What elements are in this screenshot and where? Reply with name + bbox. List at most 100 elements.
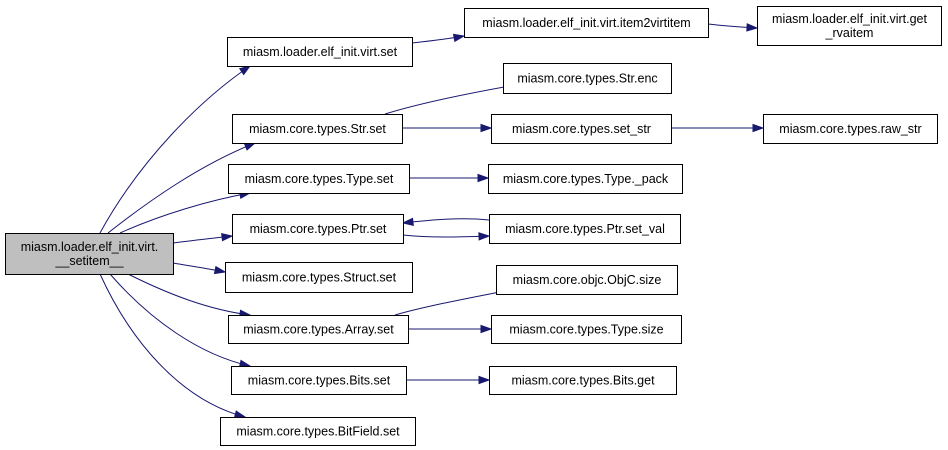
arrow-head bbox=[478, 375, 491, 385]
arrow-head bbox=[480, 324, 493, 334]
arrow-head bbox=[238, 65, 252, 76]
node-box bbox=[489, 214, 681, 244]
edge-line bbox=[402, 218, 490, 224]
node-label: miasm.core.types.Type._pack bbox=[503, 172, 669, 186]
node-ptr-set[interactable]: miasm.core.types.Ptr.set bbox=[232, 214, 404, 244]
call-edge-root-to-struct_set bbox=[172, 262, 227, 275]
call-edge-type_set-to-type_pack bbox=[409, 173, 490, 183]
node-label: miasm.loader.elf_init.virt.get bbox=[772, 12, 927, 26]
node-box bbox=[488, 164, 683, 194]
node-ptr-set-val[interactable]: miasm.core.types.Ptr.set_val bbox=[489, 214, 681, 244]
node-set-str[interactable]: miasm.core.types.set_str bbox=[491, 114, 672, 144]
call-edge-ptr_set_val-to-ptr_set bbox=[401, 217, 490, 227]
node-box bbox=[232, 214, 404, 244]
node-type-set[interactable]: miasm.core.types.Type.set bbox=[228, 164, 410, 194]
call-edge-root-to-ptr_set bbox=[172, 233, 234, 244]
node-label: miasm.loader.elf_init.virt. bbox=[21, 240, 159, 254]
node-box bbox=[763, 114, 938, 144]
call-edge-root-to-bits_set bbox=[109, 273, 252, 368]
node-box bbox=[228, 315, 409, 344]
node-box bbox=[220, 417, 416, 446]
node-label: miasm.core.types.raw_str bbox=[779, 122, 921, 136]
node-label: miasm.core.types.Array.set bbox=[243, 323, 394, 337]
node-label: miasm.core.types.set_str bbox=[512, 122, 651, 136]
node-box bbox=[227, 37, 413, 67]
node-item2virtitem[interactable]: miasm.loader.elf_init.virt.item2virtitem bbox=[464, 8, 709, 38]
call-edges bbox=[99, 23, 765, 419]
arrow-head bbox=[452, 33, 466, 43]
arrow-head bbox=[746, 23, 759, 32]
node-label: miasm.core.types.BitField.set bbox=[236, 425, 400, 439]
node-label: miasm.core.types.Type.size bbox=[509, 323, 663, 337]
edge-line bbox=[119, 192, 251, 234]
call-nodes: miasm.loader.elf_init.virt.__setitem__mi… bbox=[5, 6, 942, 446]
node-str-set[interactable]: miasm.core.types.Str.set bbox=[232, 114, 403, 144]
call-edge-root-to-virt_set bbox=[99, 65, 252, 234]
arrow-head bbox=[480, 123, 493, 133]
node-raw-str[interactable]: miasm.core.types.raw_str bbox=[763, 114, 938, 144]
call-edge-str_set-to-str_enc bbox=[384, 82, 517, 115]
node-label: miasm.core.types.Ptr.set_val bbox=[505, 222, 665, 236]
node-label: miasm.loader.elf_init.virt.set bbox=[243, 45, 398, 59]
node-label: miasm.core.types.Str.set bbox=[249, 122, 386, 136]
node-box bbox=[503, 63, 672, 94]
edge-line bbox=[127, 273, 251, 316]
node-box bbox=[225, 262, 413, 293]
node-array-set[interactable]: miasm.core.types.Array.set bbox=[228, 315, 409, 344]
node-box bbox=[496, 265, 678, 295]
node-type-size[interactable]: miasm.core.types.Type.size bbox=[491, 315, 682, 344]
arrow-head bbox=[243, 142, 257, 151]
call-edge-virt_set-to-item2virtitem bbox=[411, 33, 466, 44]
node-box bbox=[757, 6, 942, 46]
call-edge-set_str-to-raw_str bbox=[670, 123, 765, 133]
edge-line bbox=[384, 84, 516, 115]
node-label: miasm.core.types.Bits.set bbox=[248, 374, 391, 388]
node-str-enc[interactable]: miasm.core.types.Str.enc bbox=[503, 63, 672, 94]
node-label: miasm.loader.elf_init.virt.item2virtitem bbox=[482, 16, 690, 30]
node-box bbox=[464, 8, 709, 38]
node-bits-get[interactable]: miasm.core.types.Bits.get bbox=[489, 366, 677, 395]
node-root[interactable]: miasm.loader.elf_init.virt.__setitem__ bbox=[5, 233, 174, 275]
call-edge-ptr_set-to-ptr_set_val bbox=[402, 232, 491, 241]
call-edge-bits_set-to-bits_get bbox=[405, 375, 491, 385]
edge-line bbox=[99, 273, 246, 418]
call-edge-str_set-to-set_str bbox=[401, 123, 493, 133]
node-virt-set[interactable]: miasm.loader.elf_init.virt.set bbox=[227, 37, 413, 67]
node-label: __setitem__ bbox=[54, 254, 124, 268]
node-box bbox=[228, 164, 410, 194]
node-label: miasm.core.types.Type.set bbox=[245, 172, 394, 186]
node-box bbox=[232, 114, 403, 144]
node-box bbox=[5, 233, 174, 275]
edge-line bbox=[107, 142, 256, 234]
node-type-pack[interactable]: miasm.core.types.Type._pack bbox=[488, 164, 683, 194]
node-bitfield-set[interactable]: miasm.core.types.BitField.set bbox=[220, 417, 416, 446]
node-label: miasm.core.types.Bits.get bbox=[511, 374, 655, 388]
edge-line bbox=[99, 65, 251, 234]
node-box bbox=[489, 366, 677, 395]
node-label: miasm.core.types.Ptr.set bbox=[250, 222, 387, 236]
edge-line bbox=[402, 234, 490, 238]
node-objc-size[interactable]: miasm.core.objc.ObjC.size bbox=[496, 265, 678, 295]
arrow-head bbox=[221, 233, 234, 242]
arrow-head bbox=[233, 410, 247, 419]
call-edge-root-to-bitfield_set bbox=[99, 273, 247, 419]
arrow-head bbox=[401, 217, 414, 227]
node-box bbox=[231, 366, 407, 395]
arrow-head bbox=[213, 265, 227, 275]
node-box bbox=[491, 114, 672, 144]
node-box bbox=[491, 315, 682, 344]
node-get-rvaitem[interactable]: miasm.loader.elf_init.virt.get_rvaitem bbox=[757, 6, 942, 46]
call-edge-array_set-to-type_size bbox=[408, 324, 493, 334]
call-edge-root-to-type_set bbox=[119, 190, 252, 234]
arrow-head bbox=[478, 232, 491, 241]
node-label: miasm.core.types.Struct.set bbox=[242, 271, 397, 285]
node-bits-set[interactable]: miasm.core.types.Bits.set bbox=[231, 366, 407, 395]
node-label: miasm.core.types.Str.enc bbox=[517, 72, 657, 86]
node-struct-set[interactable]: miasm.core.types.Struct.set bbox=[225, 262, 413, 293]
edge-line bbox=[109, 273, 251, 367]
node-label: _rvaitem bbox=[825, 26, 874, 40]
arrow-head bbox=[752, 123, 765, 133]
node-label: miasm.core.objc.ObjC.size bbox=[513, 273, 662, 287]
arrow-head bbox=[477, 173, 490, 183]
